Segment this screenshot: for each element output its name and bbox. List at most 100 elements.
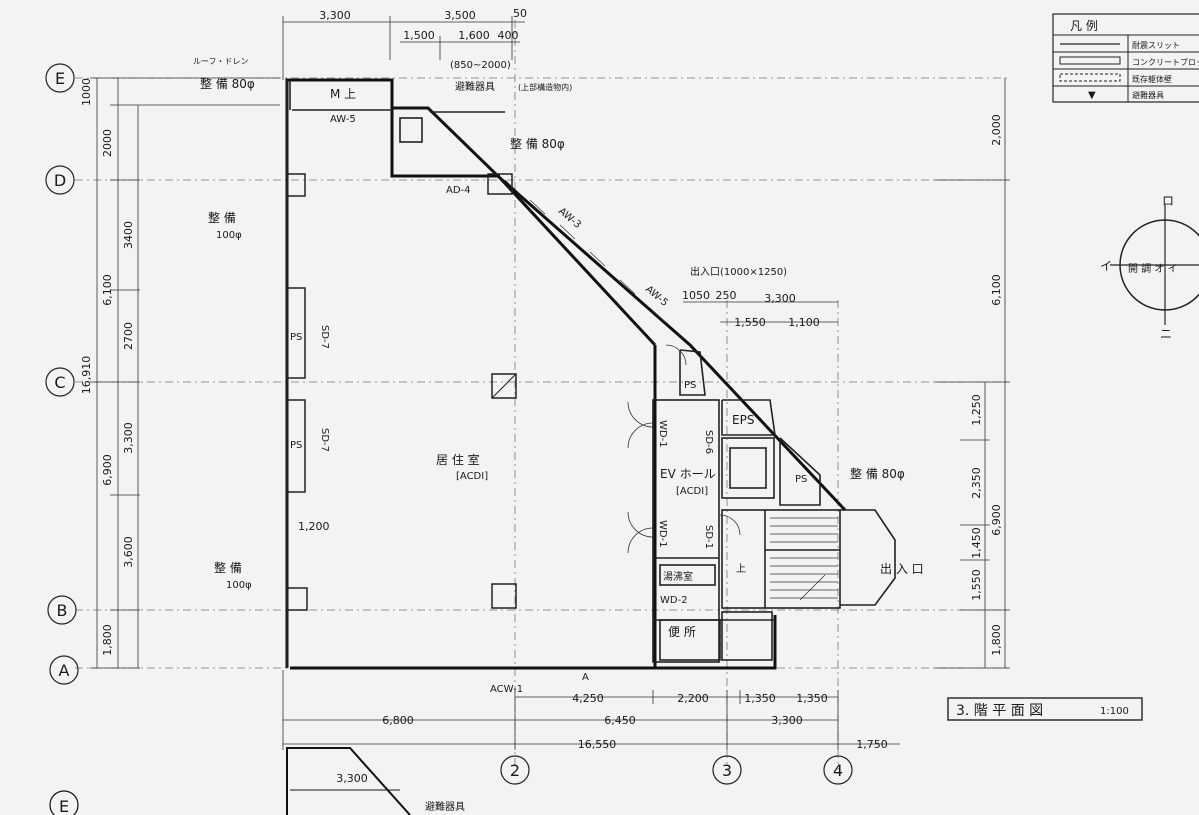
left-dimension-lines: [90, 77, 280, 669]
right-dim-h: 1,800: [990, 624, 1003, 656]
office-label: 居 住 室: [436, 452, 480, 467]
compass-i: イ: [1100, 259, 1112, 273]
compass-ro: ロ: [1162, 194, 1174, 208]
ps-right-label: PS: [684, 380, 696, 391]
grid-row-a: A: [59, 661, 70, 680]
legend-row-3: 既存躯体壁: [1132, 74, 1172, 84]
bottom-dim-1: 4,250: [572, 692, 604, 705]
top-dim-5: 1,600: [458, 29, 490, 42]
ps-left-2: PS: [290, 440, 302, 451]
drawing-scale: 1:100: [1100, 706, 1129, 717]
column-cross-mark: [491, 373, 517, 399]
left-dimension-texts: 16,910 1000 2000 6,100 3400 2700 3,300 6…: [80, 78, 135, 656]
a-note-label: A: [582, 672, 589, 683]
right-dim-b: 6,100: [990, 274, 1003, 306]
drain-top-label: 整 備 80φ: [200, 76, 255, 91]
door-swings: [627, 344, 741, 554]
bottom-dim-5: 6,800: [382, 714, 414, 727]
bottom-dim-7: 3,300: [771, 714, 803, 727]
legend-box: 凡 例 ▼ 耐震スリット コンクリートブロック 既存躯体壁 避難器具: [1052, 13, 1199, 103]
lower-evacuation-note: 避難器具: [425, 800, 465, 813]
stair-up-label: 上: [736, 563, 746, 575]
right-dim-a: 2,000: [990, 114, 1003, 146]
drain-low-size: 100φ: [226, 580, 252, 591]
stair-treads: [770, 517, 838, 601]
top-dim-1: 3,300: [319, 9, 351, 22]
top-dim-6: 400: [498, 29, 519, 42]
compass-center: 開 調 オ イ: [1128, 262, 1178, 275]
right-dimension-lines: [935, 78, 1010, 669]
entry-label: 出 入 口: [880, 562, 924, 576]
top-dim-2: 3,500: [444, 9, 476, 22]
bottom-dim-4: 1,350: [796, 692, 828, 705]
legend-symbol-4: ▼: [1088, 90, 1096, 101]
room-labels: ルーフ・ドレン 整 備 80φ M 上 AW-5 AD-4 整 備 80φ AW…: [193, 57, 924, 695]
legend-symbol-3: [1059, 73, 1121, 82]
grid-row-e: E: [55, 69, 65, 88]
top-dimension-lines: [282, 16, 525, 80]
sd7-1-label: SD-7: [319, 325, 330, 349]
kitchenette-label: 湯沸室: [663, 570, 693, 583]
bottom-dim-total: 16,550: [578, 738, 617, 751]
left-dim-g: 6,900: [101, 454, 114, 486]
ps-small-label: PS: [795, 474, 807, 485]
left-dim-e: 2700: [122, 322, 135, 350]
legend-symbol-2: [1059, 56, 1121, 65]
right-dim-g: 1,550: [970, 569, 983, 601]
lower-partial-plan: [49, 747, 411, 815]
sd6-label: SD-6: [703, 430, 714, 454]
bottom-dim-6: 6,450: [604, 714, 636, 727]
room-top-label: M 上: [330, 87, 356, 101]
left-dim-b: 2000: [101, 129, 114, 157]
top-dim-4: 1,500: [403, 29, 435, 42]
grid-row-d: D: [54, 171, 66, 190]
bottom-dim-3: 1,350: [744, 692, 776, 705]
right-dim-e: 6,900: [990, 504, 1003, 536]
wd1-label: WD-1: [657, 420, 668, 448]
lavatory-label: 便 所: [668, 625, 696, 639]
wd2-label: WD-2: [660, 595, 688, 606]
office-note: [ACDI]: [456, 471, 488, 482]
roof-edge-hatch: [504, 179, 666, 323]
stair-dim-4: 1,550: [734, 316, 766, 329]
eps-label: EPS: [732, 413, 754, 427]
legend-row-1: 耐震スリット: [1132, 40, 1180, 50]
aw5-top-label: AW-5: [330, 114, 356, 125]
compass-ni: ニ: [1160, 327, 1172, 341]
grid-lines: [75, 20, 1010, 770]
stair-dim-3: 3,300: [764, 292, 796, 305]
drawing-title-block: 3. 階 平 面 図 1:100: [947, 697, 1143, 721]
hole-dim-label: 1,200: [298, 520, 330, 533]
drain-low-label: 整 備: [214, 560, 242, 575]
left-dim-a: 1000: [80, 78, 93, 106]
stair-dim-2: 250: [716, 289, 737, 302]
bottom-dim-8: 1,750: [856, 738, 888, 751]
legend-row-2: コンクリートブロック: [1132, 57, 1199, 67]
legend-row-4: 避難器具: [1132, 90, 1164, 100]
bottom-dimension-texts: 4,250 2,200 1,350 1,350 6,800 6,450 3,30…: [382, 692, 888, 751]
lower-grid-e: E: [59, 797, 69, 815]
drain-left-label: 整 備: [208, 210, 236, 225]
right-dim-d: 2,350: [970, 467, 983, 499]
bottom-dim-2: 2,200: [677, 692, 709, 705]
top-dim-3: 50: [513, 7, 527, 20]
grid-row-c: C: [54, 373, 65, 392]
structural-columns: [286, 173, 517, 611]
right-dim-c: 1,250: [970, 394, 983, 426]
grid-col-3: 3: [722, 761, 732, 780]
lower-dim: 3,300: [336, 772, 368, 785]
sd1-label: SD-1: [703, 525, 714, 549]
acw1-label: ACW-1: [490, 684, 523, 695]
left-dim-c: 6,100: [101, 274, 114, 306]
window-note: 出入口(1000×1250): [690, 265, 787, 278]
drain-mid-label: 整 備 80φ: [510, 136, 565, 151]
ev-hall-note: [ACDI]: [676, 486, 708, 497]
sd7-2-label: SD-7: [319, 428, 330, 452]
left-dim-d: 3400: [122, 221, 135, 249]
drawing-title: 3. 階 平 面 図: [956, 703, 1043, 719]
ps-left-1: PS: [290, 332, 302, 343]
top-note-range: (850~2000): [450, 60, 511, 71]
grid-col-4: 4: [833, 761, 843, 780]
